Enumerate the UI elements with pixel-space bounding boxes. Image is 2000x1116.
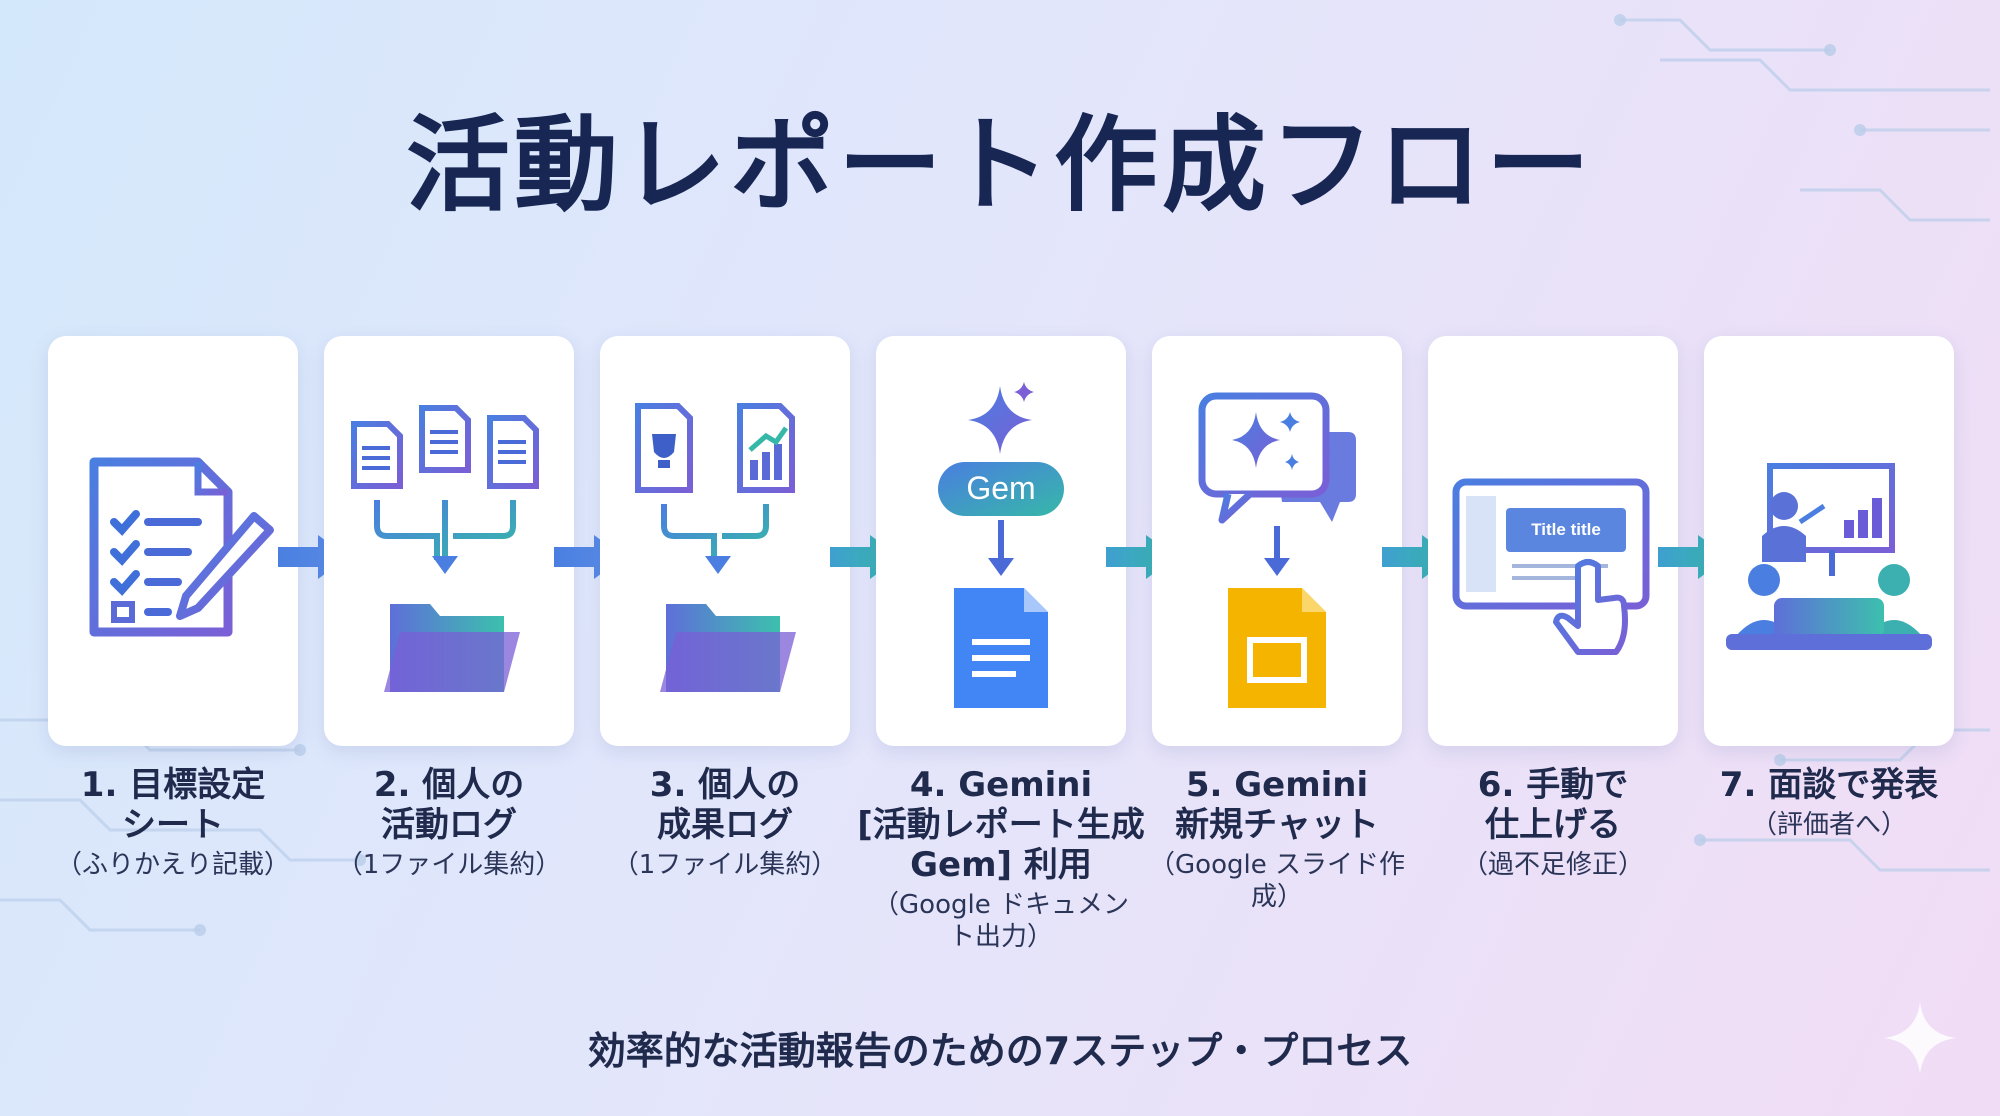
step-3-label: 3. 個人の 成果ログ （1ファイル集約） xyxy=(580,765,870,881)
page-title: 活動レポート作成フロー xyxy=(405,104,1594,226)
step-2-subtitle: （1ファイル集約） xyxy=(336,850,562,880)
gem-badge-text: Gem xyxy=(966,470,1035,506)
step-1-card xyxy=(48,336,298,746)
footer-caption: 効率的な活動報告のための7ステップ・プロセス xyxy=(587,1029,1413,1073)
documents-merge-to-folder-icon xyxy=(351,405,539,692)
step-6-subtitle: （過不足修正） xyxy=(1461,850,1644,880)
sparkle-icon xyxy=(1884,1002,1956,1074)
step-1-title-line-1: 1. 目標設定 xyxy=(80,765,266,805)
step-2-card xyxy=(324,336,574,746)
step-7-title-line-1: 7. 面談で発表 xyxy=(1719,765,1939,805)
slide-edit-hand-icon: Title title xyxy=(1452,478,1650,655)
step-4-subtitle-line-2: ト出力） xyxy=(948,922,1053,952)
step-5-title-line-2: 新規チャット xyxy=(1175,805,1379,845)
slide-title-text: Title title xyxy=(1531,520,1601,539)
step-5-subtitle: （Google スライド作成） xyxy=(1149,850,1405,912)
step-3-subtitle: （1ファイル集約） xyxy=(612,850,838,880)
trophy-chart-docs-to-folder-icon xyxy=(635,403,796,692)
step-2-label: 2. 個人の 活動ログ （1ファイル集約） xyxy=(304,765,594,881)
step-3-card xyxy=(600,336,850,746)
step-4-subtitle: （Google ドキュメント出力） xyxy=(856,889,1146,953)
step-5-card xyxy=(1152,336,1402,746)
step-4-card: Gem xyxy=(876,336,1126,746)
step-7-label: 7. 面談で発表 （評価者へ） xyxy=(1684,765,1974,841)
step-6-title-line-1: 6. 手動で xyxy=(1477,765,1629,805)
step-3-title-line-2: 成果ログ xyxy=(657,805,793,845)
step-7-card xyxy=(1704,336,1954,746)
checklist-document-pen-icon xyxy=(89,457,274,637)
gem-to-google-docs-icon: Gem xyxy=(938,382,1064,708)
step-6-title-line-2: 仕上げる xyxy=(1485,805,1621,845)
step-4-title-line-3: Gem] 利用 xyxy=(910,845,1092,885)
step-1-subtitle: （ふりかえり記載） xyxy=(55,850,290,880)
step-4-subtitle-line-1: （Google ドキュメン xyxy=(873,890,1129,920)
step-7-subtitle: （評価者へ） xyxy=(1750,810,1907,840)
step-2-title-line-2: 活動ログ xyxy=(381,805,517,845)
presentation-meeting-icon xyxy=(1726,458,1932,650)
step-4-title-line-1: 4. Gemini xyxy=(909,765,1093,805)
step-6-label: 6. 手動で 仕上げる （過不足修正） xyxy=(1408,765,1698,881)
step-5-label: 5. Gemini 新規チャット （Google スライド作成） xyxy=(1132,765,1422,913)
step-6-card: Title title xyxy=(1428,336,1678,746)
chat-to-google-slides-icon xyxy=(1198,392,1356,708)
step-4-title-line-2: [活動レポート生成 xyxy=(857,805,1145,845)
step-4-label: 4. Gemini [活動レポート生成 Gem] 利用 （Google ドキュメ… xyxy=(856,765,1146,953)
step-3-title-line-1: 3. 個人の xyxy=(649,765,801,805)
step-1-title-line-2: シート xyxy=(122,805,224,845)
step-5-title-line-1: 5. Gemini xyxy=(1185,765,1369,805)
step-2-title-line-1: 2. 個人の xyxy=(373,765,525,805)
step-1-label: 1. 目標設定 シート （ふりかえり記載） xyxy=(28,765,318,881)
